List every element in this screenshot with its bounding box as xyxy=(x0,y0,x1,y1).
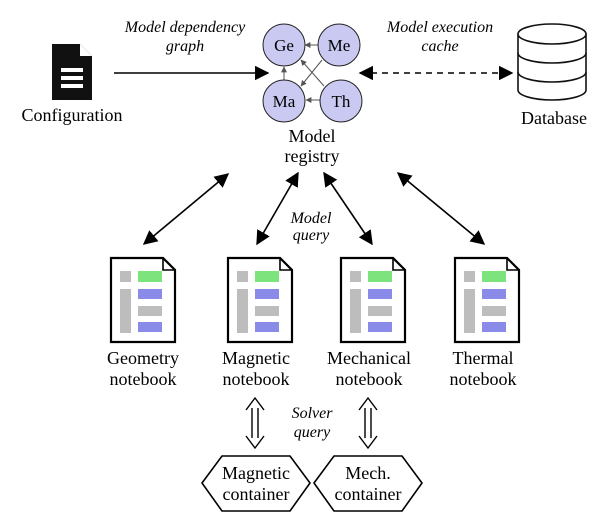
magnetic-container-shape xyxy=(201,455,311,512)
notebook-page-fold xyxy=(162,258,175,271)
database-icon xyxy=(517,23,587,101)
notebook-cell-marker xyxy=(350,271,361,282)
registry-node-ge-circle xyxy=(262,23,306,67)
notebook-output-marker xyxy=(350,289,361,333)
registry-node-me: Me xyxy=(317,23,361,67)
magnetic-container-label-line2: container xyxy=(223,484,290,504)
notebook-text-cell xyxy=(255,306,279,316)
registry-node-me-label: Me xyxy=(328,36,351,55)
notebook-output-cell xyxy=(482,322,506,332)
notebook-page-fold xyxy=(506,258,519,271)
registry-magnetic-notebook-arrow xyxy=(256,171,299,246)
mechanical-notebook-icon xyxy=(339,256,407,344)
geometry-notebook-icon xyxy=(109,256,177,344)
notebook-cell-marker xyxy=(120,271,131,282)
model-query-annotation-line1: Model xyxy=(290,210,332,227)
dependency-graph-annotation-line1: Model dependency xyxy=(124,19,246,36)
notebook-output-marker xyxy=(237,289,248,333)
notebook-page-fold xyxy=(392,258,405,271)
notebook-output-marker xyxy=(464,289,475,333)
registry-label-line1: Model xyxy=(289,126,336,146)
notebook-code-cell xyxy=(368,271,392,282)
registry-node-th-label: Th xyxy=(332,92,351,111)
configuration-label: Configuration xyxy=(22,105,123,125)
mechanical-container-shape xyxy=(313,455,423,512)
registry-node-ma: Ma xyxy=(262,79,306,123)
magnetic-container-label-line1: Magnetic xyxy=(222,463,290,483)
mechanical-notebook-label-line2: notebook xyxy=(336,369,403,389)
registry-geometry-notebook-arrow xyxy=(142,173,230,245)
notebook-code-cell xyxy=(255,271,279,282)
mechanical-solver-query-arrow xyxy=(358,396,378,450)
registry-node-ge: Ge xyxy=(262,23,306,67)
geometry-notebook-label-line1: Geometry xyxy=(107,348,179,368)
registry-node-me-circle xyxy=(317,23,361,67)
registry-label-line2: registry xyxy=(285,146,340,166)
notebook-text-cell xyxy=(482,306,506,316)
notebook-output-cell xyxy=(255,322,279,332)
solver-query-annotation-line1: Solver xyxy=(292,405,334,422)
dependency-graph-annotation-line2: graph xyxy=(166,38,204,55)
geometry-notebook-label-line2: notebook xyxy=(110,369,177,389)
notebook-text-cell xyxy=(368,306,392,316)
execution-cache-annotation-line1: Model execution xyxy=(386,19,493,36)
magnetic-notebook-label-line2: notebook xyxy=(223,369,290,389)
thermal-notebook-label-line2: notebook xyxy=(450,369,517,389)
registry-thermal-notebook-arrow xyxy=(396,172,486,245)
registry-mechanical-notebook-arrow xyxy=(323,171,373,246)
magnetic-solver-query-arrow xyxy=(245,396,265,450)
notebook-output-cell xyxy=(138,289,162,299)
magnetic-notebook-label-line1: Magnetic xyxy=(222,348,290,368)
registry-node-ma-circle xyxy=(262,79,306,123)
notebook-code-cell xyxy=(138,271,162,282)
notebook-output-cell xyxy=(482,289,506,299)
notebook-output-cell xyxy=(368,289,392,299)
notebook-output-marker xyxy=(120,289,131,333)
registry-node-ma-label: Ma xyxy=(273,92,296,111)
notebook-text-cell xyxy=(138,306,162,316)
notebook-cell-marker xyxy=(464,271,475,282)
notebook-output-cell xyxy=(255,289,279,299)
mechanical-container-label-line1: Mech. xyxy=(345,463,390,483)
database-label: Database xyxy=(521,108,587,128)
solver-query-annotation-line2: query xyxy=(294,424,331,441)
notebook-cell-marker xyxy=(237,271,248,282)
registry-node-th: Th xyxy=(319,79,363,123)
notebook-code-cell xyxy=(482,271,506,282)
mechanical-container-label-line2: container xyxy=(335,484,402,504)
registry-node-ge-label: Ge xyxy=(274,36,294,55)
notebook-page-fold xyxy=(279,258,292,271)
mechanical-notebook-label-line1: Mechanical xyxy=(327,348,411,368)
notebook-output-cell xyxy=(368,322,392,332)
execution-cache-annotation-line2: cache xyxy=(421,38,458,55)
magnetic-notebook-icon xyxy=(226,256,294,344)
thermal-notebook-icon xyxy=(453,256,521,344)
notebook-output-cell xyxy=(138,322,162,332)
thermal-notebook-label-line1: Thermal xyxy=(453,348,514,368)
registry-node-th-circle xyxy=(319,79,363,123)
dependency-graph-edges xyxy=(281,42,325,103)
configuration-file-icon xyxy=(52,44,92,100)
model-query-annotation-line2: query xyxy=(293,227,330,244)
